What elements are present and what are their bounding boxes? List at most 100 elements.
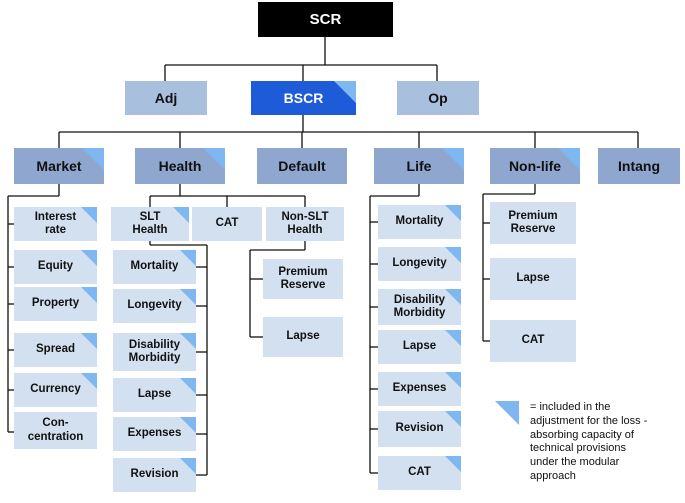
- health-slt: SLT Health: [111, 207, 189, 241]
- lac-triangle-icon: [445, 330, 461, 346]
- lac-triangle-icon: [334, 81, 356, 103]
- health-cat: CAT: [192, 207, 262, 241]
- health-non-slt: Non-SLT Health: [266, 207, 344, 241]
- life-lapse-label: Lapse: [402, 340, 437, 353]
- slt-disability-morbidity: Disability Morbidity: [113, 333, 196, 371]
- node-life: Life: [374, 148, 464, 184]
- nonlife-cat: CAT: [490, 320, 576, 362]
- node-default-label: Default: [278, 157, 326, 174]
- life-mortality: Mortality: [378, 205, 461, 239]
- lac-triangle-icon: [180, 250, 196, 266]
- nonlife-premium-reserve: Premium Reserve: [490, 202, 576, 244]
- market-currency: Currency: [14, 373, 97, 407]
- slt-longevity: Longevity: [113, 289, 196, 323]
- life-longevity-label: Longevity: [392, 257, 447, 270]
- life-longevity: Longevity: [378, 247, 461, 281]
- node-intang-label: Intang: [618, 157, 660, 174]
- slt-expenses-label: Expenses: [127, 427, 182, 440]
- slt-revision-label: Revision: [130, 468, 179, 481]
- node-health-label: Health: [158, 157, 202, 174]
- legend-text: = included in the adjustment for the los…: [530, 401, 648, 482]
- lac-triangle-icon: [445, 247, 461, 263]
- non-slt-premium-reserve: Premium Reserve: [263, 259, 343, 299]
- node-scr: SCR: [258, 2, 393, 37]
- node-scr-label: SCR: [309, 10, 342, 28]
- lac-triangle-icon: [445, 289, 461, 305]
- market-currency-label: Currency: [30, 383, 81, 396]
- slt-expenses: Expenses: [113, 417, 196, 451]
- lac-triangle-icon: [180, 417, 196, 433]
- life-disability-morbidity: Disability Morbidity: [378, 289, 461, 325]
- node-default: Default: [257, 148, 347, 184]
- lac-triangle-icon: [180, 378, 196, 394]
- health-non-slt-label: Non-SLT Health: [281, 210, 329, 236]
- nonlife-premium-reserve-label: Premium Reserve: [508, 209, 558, 235]
- life-lapse: Lapse: [378, 330, 461, 364]
- slt-lapse: Lapse: [113, 378, 196, 412]
- node-market: Market: [14, 148, 104, 184]
- lac-triangle-icon: [445, 372, 461, 388]
- market-spread: Spread: [14, 333, 97, 367]
- lac-triangle-icon: [445, 411, 461, 427]
- market-equity: Equity: [14, 250, 97, 284]
- lac-triangle-icon: [81, 333, 97, 349]
- market-interest-rate-label: Interest rate: [34, 210, 77, 236]
- market-spread-label: Spread: [36, 343, 75, 356]
- life-revision-label: Revision: [395, 422, 444, 435]
- node-bscr: BSCR: [251, 81, 356, 115]
- lac-triangle-icon: [445, 456, 461, 472]
- health-slt-label: SLT Health: [132, 210, 168, 236]
- non-slt-lapse: Lapse: [263, 317, 343, 357]
- node-health: Health: [135, 148, 225, 184]
- non-slt-lapse-label: Lapse: [286, 330, 320, 343]
- slt-mortality-label: Mortality: [130, 260, 179, 273]
- life-expenses: Expenses: [378, 372, 461, 406]
- life-expenses-label: Expenses: [392, 382, 447, 395]
- nonlife-cat-label: CAT: [521, 334, 545, 347]
- lac-triangle-icon: [81, 250, 97, 266]
- node-op: Op: [397, 81, 479, 115]
- lac-triangle-icon: [203, 148, 225, 170]
- life-revision: Revision: [378, 411, 461, 447]
- market-property-label: Property: [31, 297, 80, 310]
- node-op-label: Op: [428, 89, 448, 106]
- market-property: Property: [14, 287, 97, 321]
- lac-triangle-icon: [82, 148, 104, 170]
- lac-triangle-icon: [445, 205, 461, 221]
- slt-mortality: Mortality: [113, 250, 196, 284]
- lac-triangle-icon: [81, 287, 97, 303]
- market-concentration-label: Con- centration: [27, 417, 84, 443]
- life-cat-label: CAT: [408, 466, 431, 479]
- slt-disability-morbidity-label: Disability Morbidity: [128, 338, 181, 364]
- node-adj: Adj: [125, 81, 207, 115]
- market-concentration: Con- centration: [14, 412, 97, 449]
- non-slt-premium-reserve-label: Premium Reserve: [278, 265, 328, 291]
- life-disability-morbidity-label: Disability Morbidity: [393, 293, 446, 319]
- node-nonlife: Non-life: [490, 148, 580, 184]
- market-interest-rate: Interest rate: [14, 207, 97, 241]
- node-market-label: Market: [36, 157, 82, 174]
- lac-triangle-icon: [180, 333, 196, 349]
- life-cat: CAT: [378, 456, 461, 490]
- node-nonlife-label: Non-life: [508, 157, 562, 174]
- lac-triangle-icon: [180, 289, 196, 305]
- market-equity-label: Equity: [37, 260, 74, 273]
- node-adj-label: Adj: [154, 89, 178, 106]
- lac-triangle-icon: [81, 207, 97, 223]
- nonlife-lapse: Lapse: [490, 258, 576, 300]
- nonlife-lapse-label: Lapse: [516, 272, 550, 285]
- node-life-label: Life: [406, 157, 432, 174]
- life-mortality-label: Mortality: [395, 215, 444, 228]
- lac-triangle-icon: [180, 458, 196, 474]
- slt-lapse-label: Lapse: [137, 388, 172, 401]
- node-intang: Intang: [598, 148, 680, 184]
- slt-revision: Revision: [113, 458, 196, 492]
- lac-triangle-icon: [558, 148, 580, 170]
- lac-triangle-icon: [81, 373, 97, 389]
- lac-triangle-icon: [173, 207, 189, 223]
- legend-triangle-icon: [495, 401, 519, 425]
- node-bscr-label: BSCR: [283, 89, 324, 106]
- slt-longevity-label: Longevity: [127, 299, 182, 312]
